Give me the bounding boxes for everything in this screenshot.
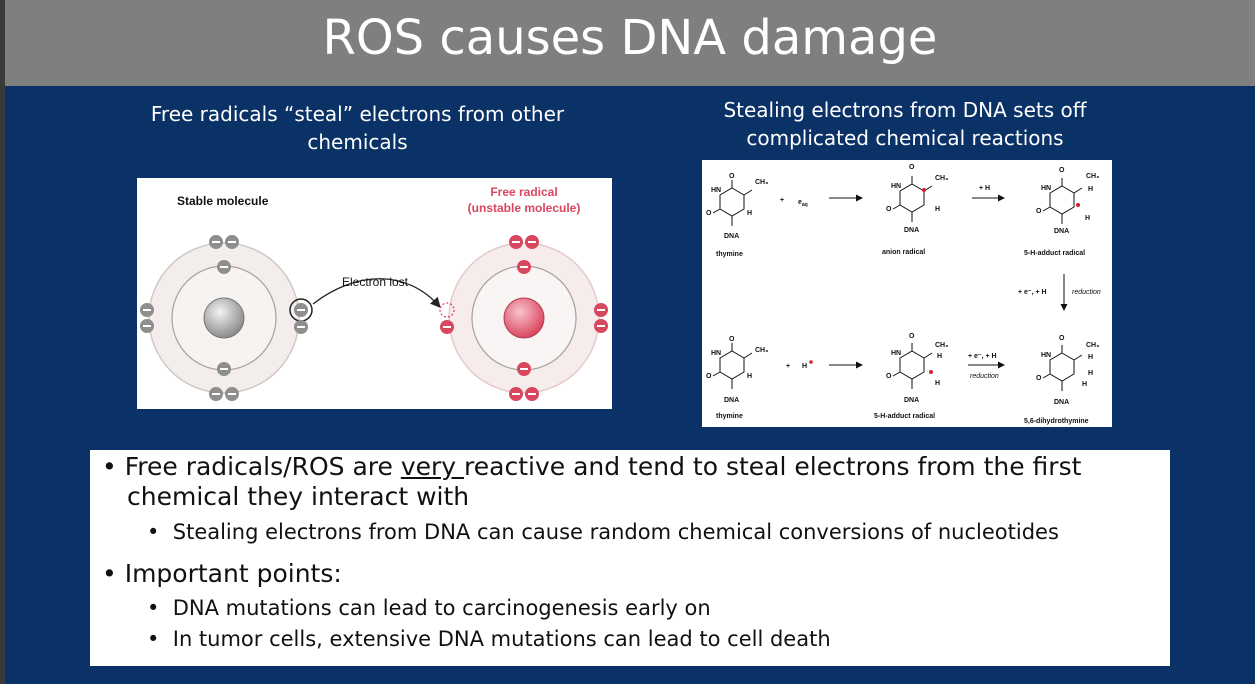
- svg-text:HN: HN: [711, 187, 721, 194]
- electron-lost-label: Electron lost: [342, 275, 409, 289]
- svg-text:O: O: [729, 336, 735, 343]
- svg-text:CH₃: CH₃: [1086, 173, 1099, 180]
- svg-text:HN: HN: [891, 350, 901, 357]
- svg-text:O: O: [706, 373, 712, 380]
- svg-text:O: O: [886, 373, 892, 380]
- svg-text:+: +: [780, 197, 784, 204]
- svg-text:+ H: + H: [979, 185, 990, 192]
- svg-text:O: O: [1059, 167, 1065, 174]
- svg-text:O: O: [909, 164, 915, 171]
- atom-diagram: Stable molecule Free radical (unstable m…: [140, 185, 608, 401]
- atom-figure: Stable molecule Free radical (unstable m…: [137, 178, 612, 409]
- svg-text:DNA: DNA: [1054, 399, 1069, 406]
- emphasis-very: very: [400, 452, 465, 481]
- dna-label: DNA: [724, 233, 739, 240]
- sub-bullet-2: • DNA mutations can lead to carcinogenes…: [147, 596, 711, 620]
- eaq-label: eaq: [798, 199, 808, 208]
- thymine-label: thymine: [716, 251, 743, 258]
- svg-text:H: H: [1085, 215, 1090, 222]
- svg-text:CH₃: CH₃: [755, 179, 768, 186]
- svg-text:CH₃: CH₃: [935, 342, 948, 349]
- svg-text:+ e⁻, + H: + e⁻, + H: [968, 353, 997, 360]
- bullet-box: • Free radicals/ROS are very reactive an…: [90, 450, 1170, 666]
- svg-text:+: +: [786, 363, 790, 370]
- svg-text:H: H: [935, 380, 940, 387]
- slide: ROS causes DNA damage Free radicals “ste…: [5, 0, 1255, 684]
- right-caption: Stealing electrons from DNA sets off com…: [723, 98, 1087, 150]
- svg-text:O: O: [729, 173, 735, 180]
- svg-text:CH₃: CH₃: [1086, 342, 1099, 349]
- svg-text:CH₃: CH₃: [935, 175, 948, 182]
- svg-text:CH₃: CH₃: [755, 347, 768, 354]
- bullet-2: • Important points:: [102, 559, 342, 588]
- free-radical-label: Free radical: [490, 185, 557, 199]
- svg-text:O: O: [706, 210, 712, 217]
- svg-text:HN: HN: [891, 183, 901, 190]
- svg-text:DNA: DNA: [904, 397, 919, 404]
- svg-text:O: O: [909, 333, 915, 340]
- sub-bullet-1: • Stealing electrons from DNA can cause …: [147, 520, 1059, 544]
- svg-text:reduction: reduction: [970, 373, 999, 380]
- stable-electron-signs: [143, 241, 305, 395]
- svg-text:HN: HN: [1041, 352, 1051, 359]
- reaction-figure: O HN O CH₃ H DNA thymine + eaq O HN O CH…: [702, 160, 1112, 427]
- radical-atom: [448, 242, 600, 394]
- svg-text:H: H: [802, 363, 807, 370]
- dihydrothymine-label: 5,6-dihydrothymine: [1024, 418, 1089, 425]
- svg-text:DNA: DNA: [1054, 228, 1069, 235]
- svg-text:DNA: DNA: [724, 397, 739, 404]
- svg-text:DNA: DNA: [904, 227, 919, 234]
- unstable-molecule-label: (unstable molecule): [468, 201, 581, 215]
- svg-text:H: H: [1088, 370, 1093, 377]
- svg-text:O: O: [1036, 208, 1042, 215]
- svg-text:HN: HN: [1041, 185, 1051, 192]
- bullet-dot: •: [102, 452, 117, 481]
- svg-text:reduction: reduction: [1072, 289, 1101, 296]
- bullet-1: • Free radicals/ROS are very reactive an…: [102, 452, 1082, 481]
- svg-text:+ e⁻, + H: + e⁻, + H: [1018, 289, 1047, 296]
- missing-electron: [439, 302, 455, 318]
- svg-text:H: H: [937, 353, 942, 360]
- svg-text:H: H: [1082, 381, 1087, 388]
- svg-text:H: H: [935, 206, 940, 213]
- svg-text:O: O: [1059, 335, 1065, 342]
- svg-text:H: H: [747, 210, 752, 217]
- svg-text:HN: HN: [711, 350, 721, 357]
- title-bar: ROS causes DNA damage: [5, 0, 1255, 86]
- adduct-radical-label: 5-H-adduct radical: [1024, 250, 1085, 257]
- radical-electron-signs: [443, 241, 605, 395]
- svg-text:5-H-adduct radical: 5-H-adduct radical: [874, 413, 935, 420]
- radical-dot: [922, 188, 926, 192]
- slide-title: ROS causes DNA damage: [322, 10, 938, 66]
- bullet-1-line-2: chemical they interact with: [127, 482, 470, 511]
- svg-text:H: H: [1088, 354, 1093, 361]
- electron-lost-arrow: [312, 278, 441, 308]
- svg-text:H: H: [747, 373, 752, 380]
- left-caption: Free radicals “steal” electrons from oth…: [150, 102, 565, 154]
- anion-radical-label: anion radical: [882, 249, 925, 256]
- stable-molecule-label: Stable molecule: [177, 194, 269, 208]
- reaction-scheme: O HN O CH₃ H DNA thymine + eaq O HN O CH…: [706, 164, 1101, 425]
- svg-text:O: O: [1036, 375, 1042, 382]
- svg-text:thymine: thymine: [716, 413, 743, 420]
- stable-atom: [148, 242, 300, 394]
- svg-text:O: O: [886, 206, 892, 213]
- sub-bullet-3: • In tumor cells, extensive DNA mutation…: [147, 627, 831, 651]
- svg-text:H: H: [1088, 186, 1093, 193]
